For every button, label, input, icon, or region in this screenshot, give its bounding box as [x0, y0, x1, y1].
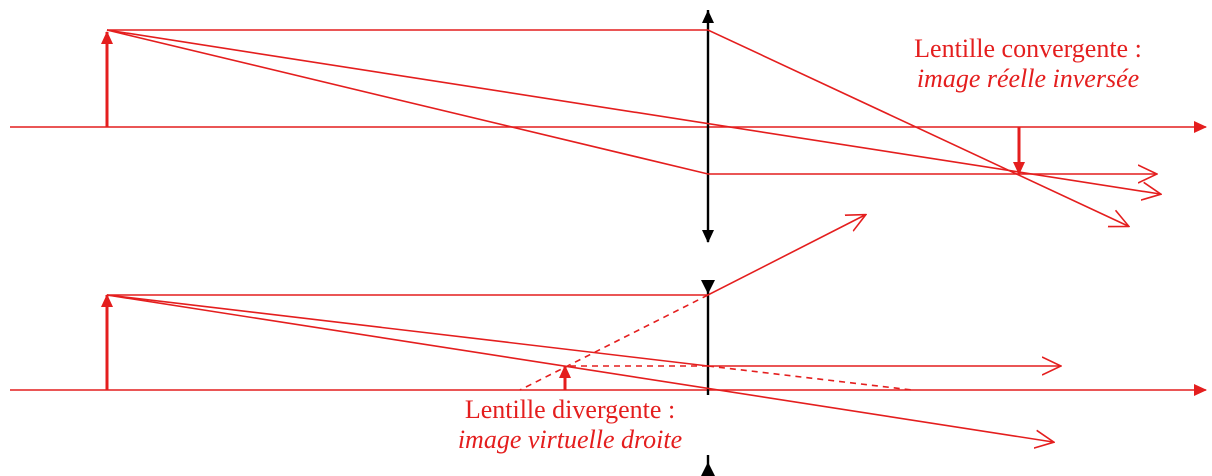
diverging-title: Lentille divergente :: [464, 395, 676, 424]
converging-subtitle: image réelle inversée: [916, 64, 1140, 93]
ray-center-bottom: [106, 294, 1053, 442]
diverging-lens-top-head: [701, 280, 715, 294]
ray-focal-top: [106, 29, 1156, 174]
diverging-caption: Lentille divergente : image virtuelle dr…: [410, 395, 730, 455]
diverging-lens-bottom-head: [701, 462, 715, 476]
ray-parallel-bottom: [107, 215, 865, 296]
converging-caption: Lentille convergente : image réelle inve…: [868, 34, 1188, 94]
diverging-lens-diagram: [10, 215, 1207, 476]
ray-focal-bottom-extension-right: [707, 365, 913, 391]
diverging-subtitle: image virtuelle droite: [457, 425, 683, 454]
ray-parallel-bottom-extension: [519, 294, 709, 391]
ray-focal-bottom: [106, 294, 1060, 366]
ray-parallel-top: [107, 29, 1128, 226]
ray-center-top: [106, 29, 1160, 194]
converging-lens-diagram: [10, 10, 1207, 243]
converging-title: Lentille convergente :: [914, 34, 1142, 63]
